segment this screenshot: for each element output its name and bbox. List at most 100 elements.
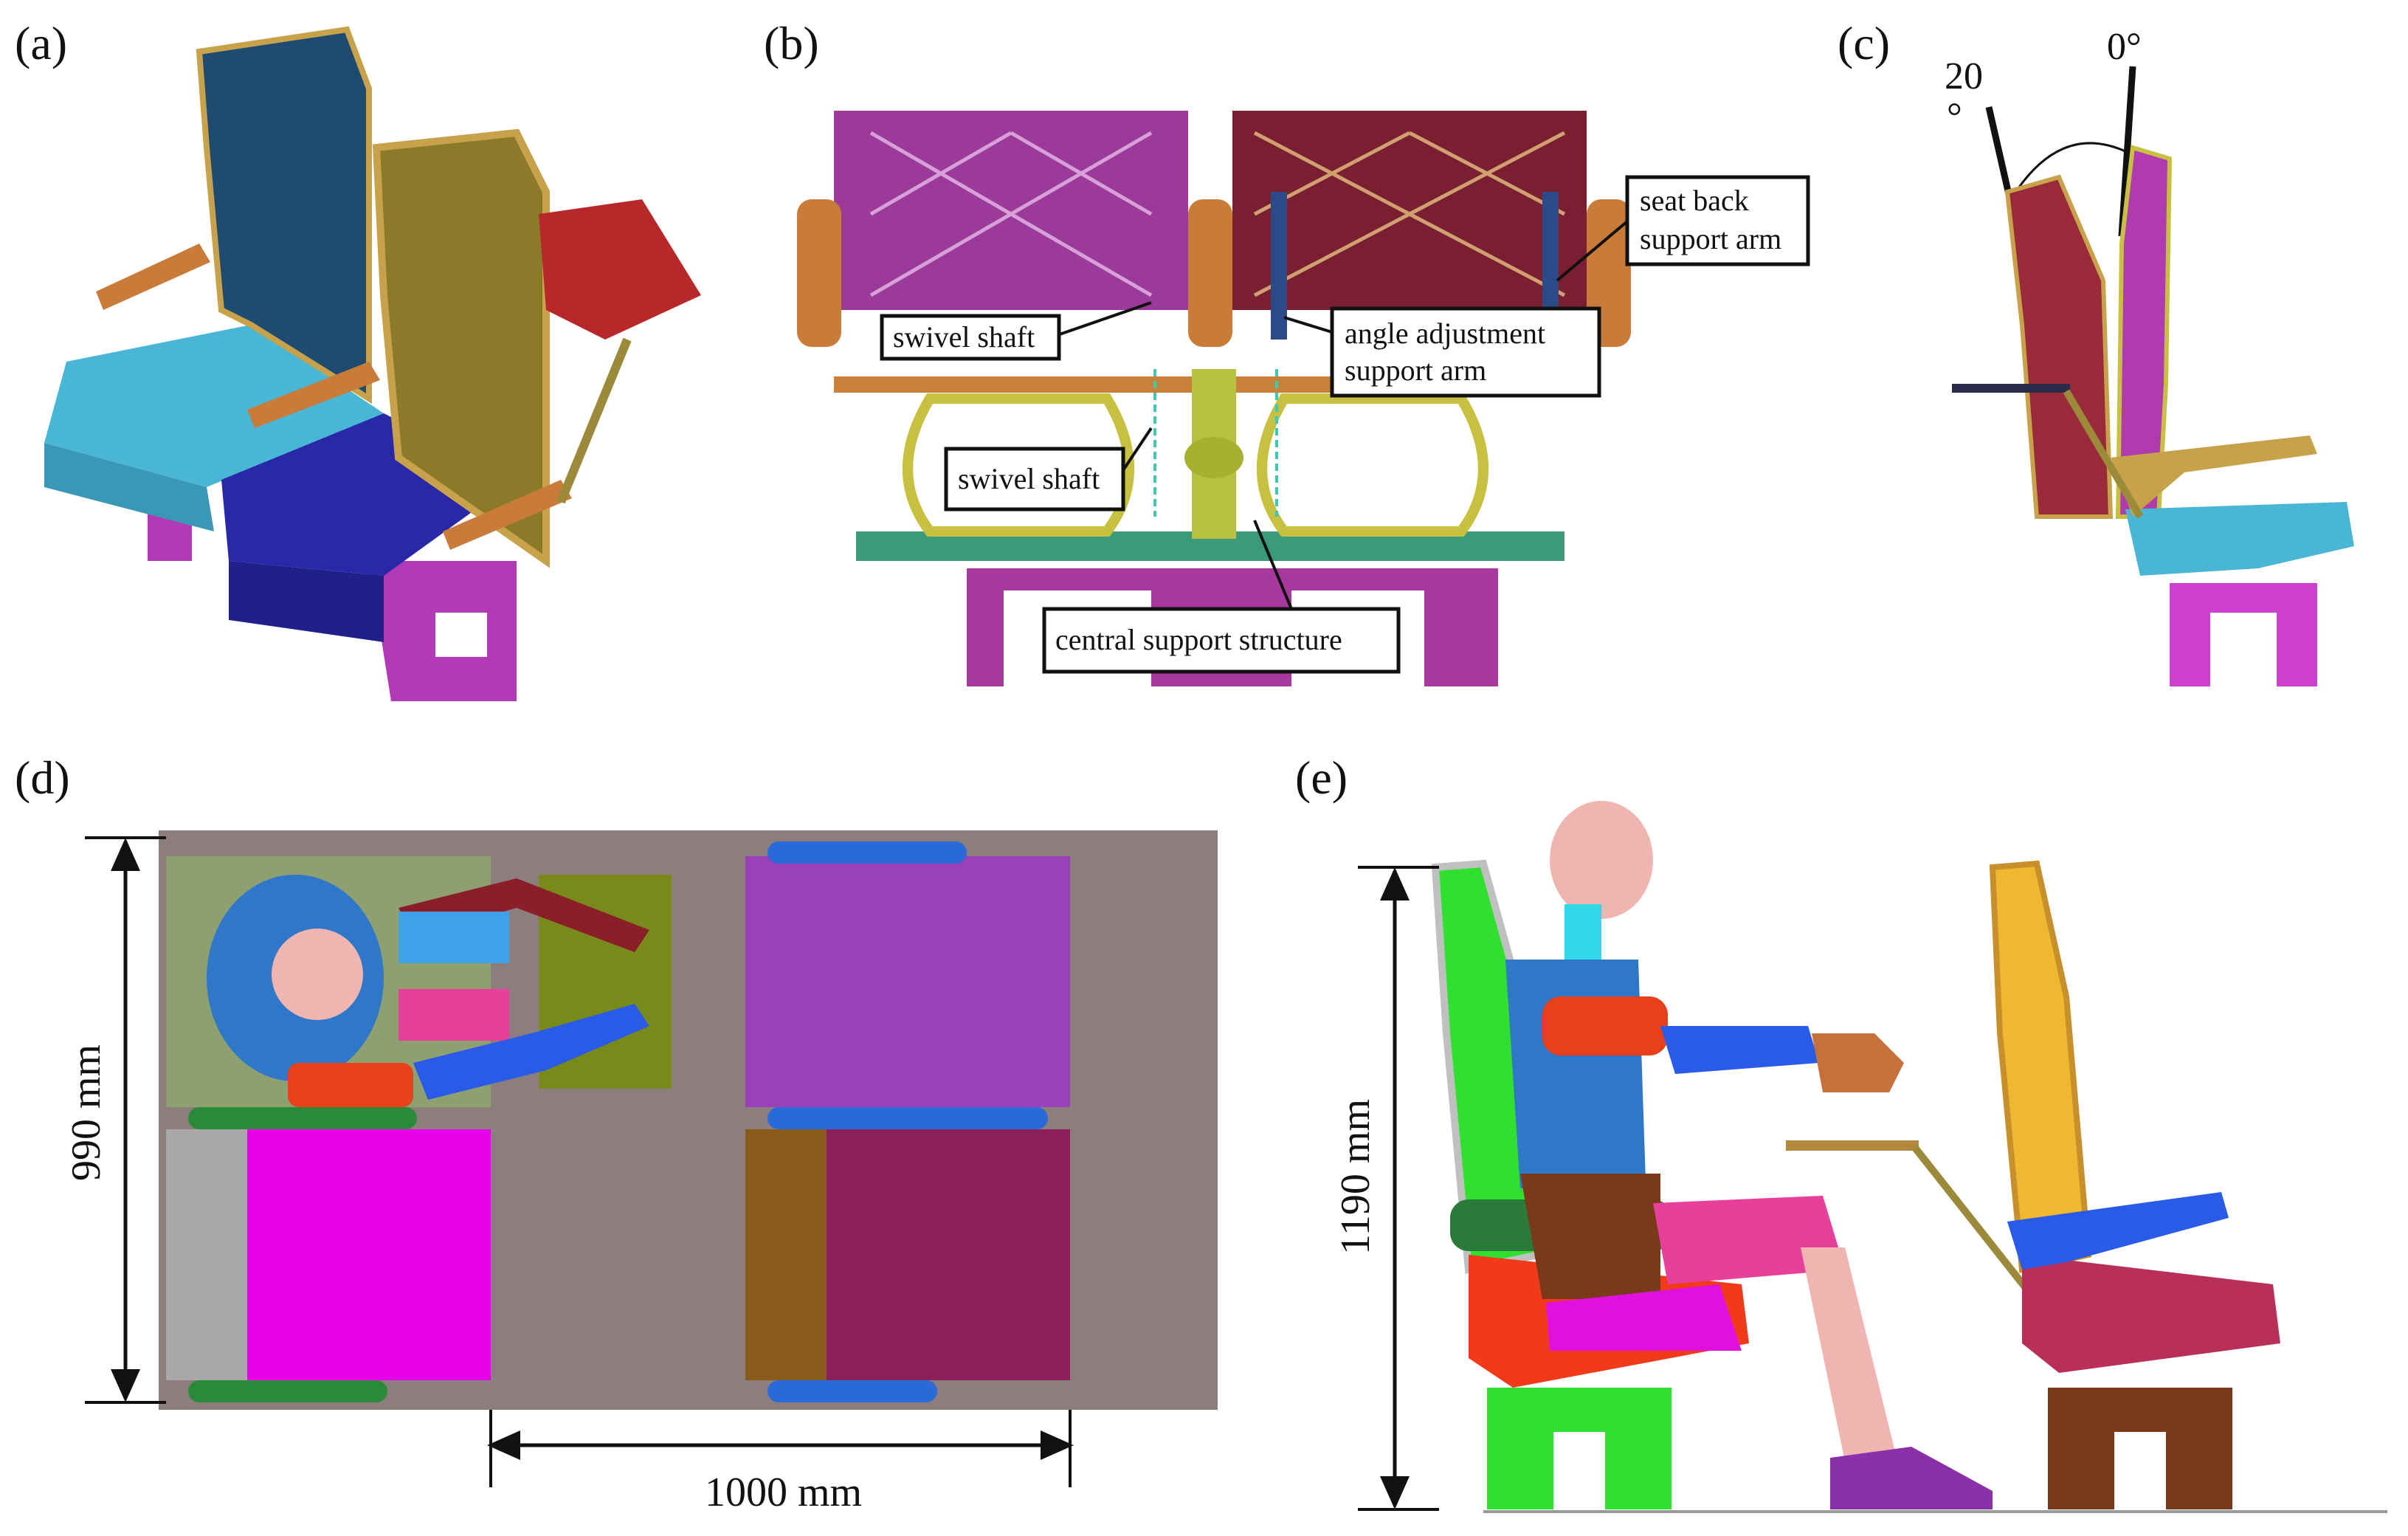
armrest-right	[443, 480, 572, 550]
dim-label-1000: 1000 mm	[705, 1470, 862, 1515]
callout-seat-back-line2: support arm	[1640, 222, 1781, 255]
panel-d: (d) 990 mm	[15, 751, 1218, 1515]
dummy-d-thigh-lower	[399, 989, 509, 1041]
dummy-e-hand	[1812, 1033, 1904, 1092]
seat-back-b-left-cross	[869, 131, 1153, 297]
dummy-e-head	[1550, 801, 1653, 919]
seat-back-support-arm-bar	[1542, 192, 1559, 340]
panel-d-label: (d)	[15, 751, 70, 804]
tray-arm-c	[2063, 389, 2144, 519]
armrest-b-mid	[1188, 199, 1232, 347]
dim-arrow-head	[111, 838, 140, 871]
dummy-e-pelvis	[1520, 1174, 1660, 1299]
panel-b: (b) swivel shaft	[764, 17, 1810, 686]
dim-arrow-head	[1380, 1476, 1410, 1509]
pedestal-e-front-window	[2114, 1432, 2166, 1509]
angle-label-20-unit: °	[1947, 96, 1962, 138]
panel-c: (c) 20 ° 0°	[1838, 17, 2354, 686]
seat-cushion-profile	[2125, 502, 2354, 576]
callout-swivel-shaft-top: swivel shaft	[893, 320, 1035, 354]
armrest-d-4	[188, 1107, 417, 1129]
callout-leader	[1055, 301, 1152, 337]
dummy-d-head	[272, 929, 363, 1020]
armrest-b-left	[797, 199, 841, 347]
armrest-mid	[247, 362, 380, 428]
angle-arc	[2009, 142, 2126, 200]
tray-table-c	[1952, 384, 2070, 393]
panel-c-label: (c)	[1838, 17, 1890, 69]
callout-leader	[1253, 520, 1293, 610]
armrest-d-5	[188, 1380, 387, 1402]
panel-a-label: (a)	[15, 17, 67, 69]
panel-b-label: (b)	[764, 17, 819, 69]
seat-back-profile-reclined	[2004, 174, 2114, 519]
dim-arrow-head	[1041, 1430, 1074, 1460]
armrest-e-front	[2007, 1192, 2229, 1270]
seat-back-b-right-cross	[1253, 131, 1566, 297]
armrest-d-3	[767, 1380, 937, 1402]
dim-label-990: 990 mm	[63, 1044, 109, 1181]
callout-box	[880, 314, 1061, 361]
callout-box	[1042, 607, 1401, 674]
panel-e: (e) 1190 mm	[1295, 751, 2387, 1513]
callout-seat-back-line1: seat back	[1640, 184, 1749, 217]
dummy-e-thigh	[1653, 1196, 1845, 1284]
callout-angle-adjust-line2: support arm	[1345, 354, 1486, 387]
callout-leader	[1283, 316, 1333, 334]
callout-box	[944, 447, 1125, 512]
seat-back-left	[196, 26, 372, 404]
panel-e-label: (e)	[1295, 751, 1348, 804]
tray-arm-e	[1912, 1145, 2029, 1291]
angle-line-0	[2118, 66, 2136, 237]
frame-loop-left	[903, 393, 1134, 537]
tray-table-a	[539, 199, 701, 340]
dim-arrow-head	[487, 1430, 520, 1460]
armrest-d-1	[767, 841, 967, 864]
tray-table-e	[1786, 1140, 1919, 1151]
dummy-e-forearm	[1660, 1026, 1819, 1074]
armrest-left	[96, 244, 210, 310]
seat-cushion-left	[44, 325, 384, 487]
callout-box	[1330, 306, 1601, 398]
callout-leader	[1120, 427, 1153, 474]
dummy-e-seat-pad	[1546, 1284, 1742, 1351]
dummy-e-torso	[1505, 960, 1646, 1188]
dummy-d-arm-upper	[399, 878, 649, 952]
dummy-d-arm-lower	[413, 1004, 649, 1100]
central-support-collar	[1184, 437, 1243, 478]
dim-label-1190: 1190 mm	[1333, 1099, 1379, 1255]
callout-angle-adjust-line1: angle adjustment	[1345, 317, 1545, 350]
dim-arrow-head	[111, 1369, 140, 1402]
dummy-e-upper-arm	[1542, 996, 1668, 1055]
seat-back-right	[372, 128, 550, 568]
dim-arrow-head	[1380, 867, 1410, 900]
seat-right-top	[745, 856, 1070, 1107]
dummy-e-shin	[1801, 1247, 1897, 1461]
callout-central-support: central support structure	[1055, 623, 1342, 656]
seat-back-e-front	[1989, 860, 2092, 1273]
dummy-d-forearm	[288, 1063, 413, 1107]
armrest-profile	[2111, 435, 2317, 517]
angle-adjust-support-arm-bar	[1271, 192, 1287, 340]
callout-leader	[1556, 220, 1629, 282]
pedestal-e-rear-window	[1553, 1432, 1605, 1509]
seat-cushion-e-front	[2022, 1255, 2280, 1373]
seat-left-empty-back	[166, 1129, 247, 1380]
seat-cushion-right-front	[229, 561, 384, 642]
panel-a: (a)	[15, 17, 701, 701]
dummy-d-thigh-upper	[399, 912, 509, 963]
pedestal-c-window	[2210, 613, 2277, 686]
tray-arm-a	[556, 337, 632, 504]
pedestal-a-window	[435, 613, 487, 657]
armrest-d-2	[767, 1107, 1048, 1129]
callout-box	[1625, 175, 1810, 266]
angle-label-20: 20	[1945, 55, 1983, 97]
seat-cushion-left-front	[44, 443, 214, 531]
seat-right-bottom-back	[745, 1129, 827, 1380]
callout-swivel-shaft-mid: swivel shaft	[958, 462, 1100, 495]
angle-label-0: 0°	[2107, 26, 2142, 68]
frame-loop-right	[1257, 393, 1488, 537]
dummy-e-shoe	[1830, 1447, 1993, 1509]
dummy-e-neck	[1564, 904, 1601, 963]
